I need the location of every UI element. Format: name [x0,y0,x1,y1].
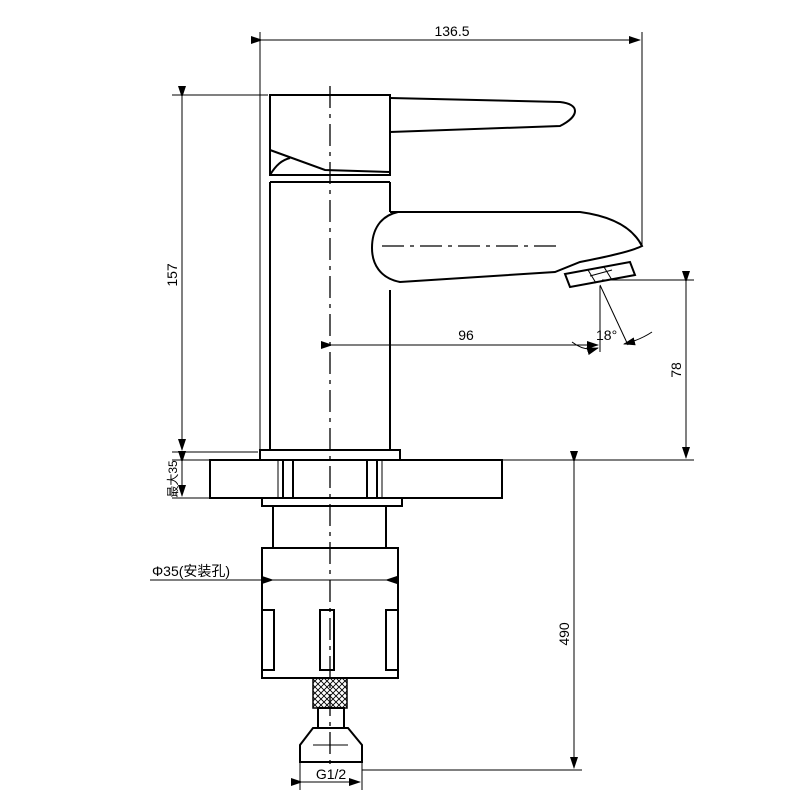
label-thread: G1/2 [316,766,347,782]
dim-max-thickness: 最大35 [166,451,210,499]
dim-spout-reach: 96 [321,286,601,352]
label-spout-reach: 96 [458,327,474,343]
dim-angle: 18° [571,284,653,356]
dim-hose-length: 490 [362,451,582,771]
dim-thread: G1/2 [291,766,361,786]
handle [269,94,576,176]
label-angle: 18° [596,327,617,343]
label-max-thickness: 最大35 [166,460,180,498]
label-mount-hole: Φ35(安装孔) [152,563,230,579]
dim-mount-hole: Φ35(安装孔) [150,563,398,584]
spout [370,211,644,289]
dim-total-width: 136.5 [251,23,643,450]
label-total-height: 157 [164,263,180,287]
dim-spout-height: 78 [402,271,694,461]
label-total-width: 136.5 [434,23,469,39]
dim-total-height: 157 [164,86,268,453]
label-spout-height: 78 [668,362,684,378]
base [209,449,503,507]
label-hose-length: 490 [556,622,572,646]
